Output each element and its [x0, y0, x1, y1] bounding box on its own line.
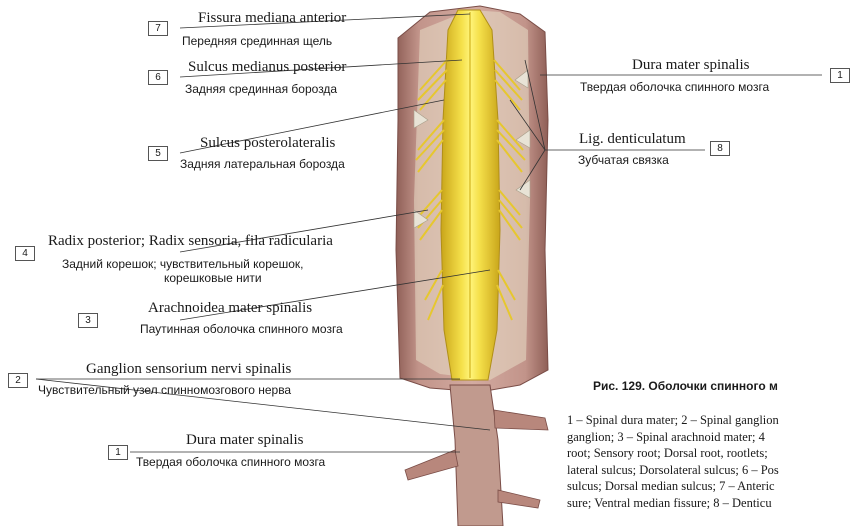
caption-line: root; Sensory root; Dorsal root, rootlet…: [567, 445, 853, 462]
label-8-latin: Lig. denticulatum: [579, 131, 686, 148]
label-4-latin: Radix posterior; Radix sensoria, fila ra…: [48, 233, 333, 250]
figure-caption-title: Рис. 129. Оболочки спинного м: [593, 379, 778, 393]
label-7-latin: Fissura mediana anterior: [198, 10, 346, 27]
label-6-latin: Sulcus medianus posterior: [188, 59, 346, 76]
label-3-latin: Arachnoidea mater spinalis: [148, 300, 312, 317]
label-number-4: 4: [15, 246, 35, 261]
caption-line: 1 – Spinal dura mater; 2 – Spinal gangli…: [567, 412, 853, 429]
label-number-8: 8: [710, 141, 730, 156]
label-2-latin: Ganglion sensorium nervi spinalis: [86, 361, 291, 378]
label-5-russian: Задняя латеральная борозда: [180, 157, 345, 171]
label-4-russian-line1: Задний корешок; чувствительный корешок,: [62, 257, 303, 271]
figure-caption-body: 1 – Spinal dura mater; 2 – Spinal gangli…: [567, 412, 853, 511]
label-4-russian-line2: корешковые нити: [164, 271, 262, 285]
label-8-russian: Зубчатая связка: [578, 153, 669, 167]
label-number-5: 5: [148, 146, 168, 161]
label-1-russian-top: Твердая оболочка спинного мозга: [580, 80, 769, 94]
label-3-russian: Паутинная оболочка спинного мозга: [140, 322, 343, 336]
label-5-latin: Sulcus posterolateralis: [200, 135, 335, 152]
label-number-1-top: 1: [830, 68, 850, 83]
label-number-1-bottom: 1: [108, 445, 128, 460]
label-1-latin-top: Dura mater spinalis: [632, 57, 749, 74]
label-number-6: 6: [148, 70, 168, 85]
nerve-root-right: [494, 410, 548, 430]
nerve-root-left: [405, 450, 458, 480]
label-2-russian: Чувствительный узел спинномозгового нерв…: [38, 383, 291, 397]
nerve-root-right-low: [498, 490, 540, 508]
label-6-russian: Задняя срединная борозда: [185, 82, 337, 96]
label-1-russian-bottom: Твердая оболочка спинного мозга: [136, 455, 325, 469]
label-1-latin-bottom: Dura mater spinalis: [186, 432, 303, 449]
cauda-trunk: [450, 385, 503, 526]
label-number-7: 7: [148, 21, 168, 36]
caption-line: sure; Ventral median fissure; 8 – Dentic…: [567, 495, 853, 512]
caption-line: ganglion; 3 – Spinal arachnoid mater; 4: [567, 429, 853, 446]
label-7-russian: Передняя срединная щель: [182, 34, 332, 48]
caption-line: sulcus; Dorsal median sulcus; 7 – Anteri…: [567, 478, 853, 495]
label-number-2: 2: [8, 373, 28, 388]
caption-line: lateral sulcus; Dorsolateral sulcus; 6 –…: [567, 462, 853, 479]
label-number-3: 3: [78, 313, 98, 328]
